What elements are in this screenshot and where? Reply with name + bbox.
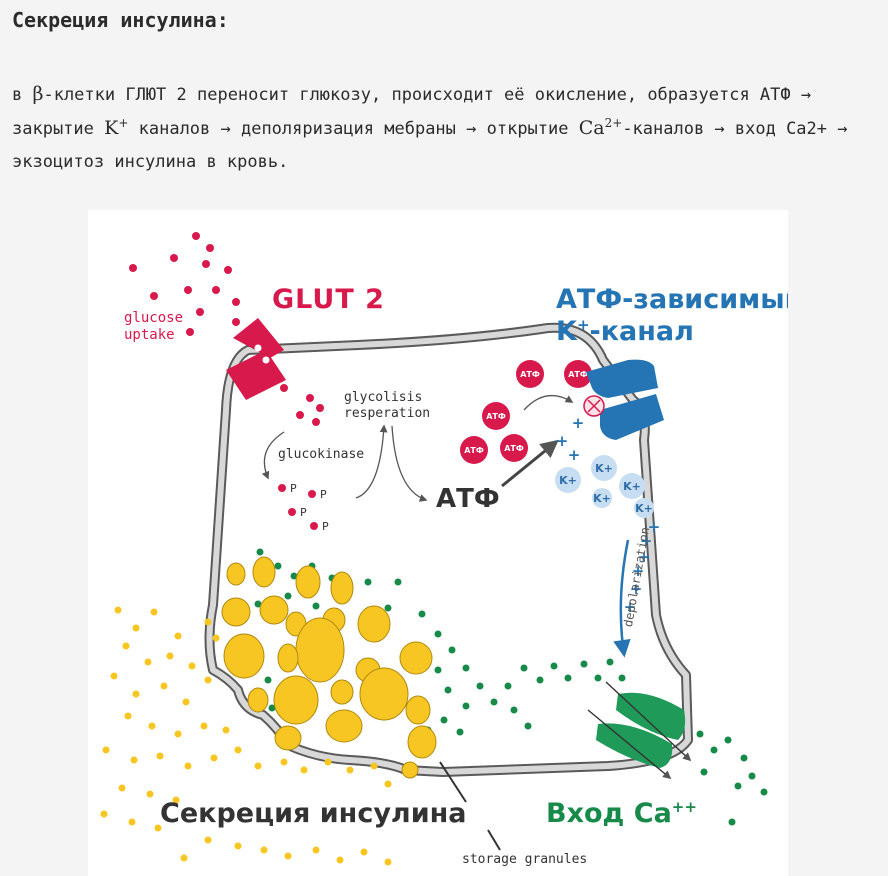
released-insulin [100, 606, 392, 866]
calcium-entry-label: Вход Ca++ [546, 798, 697, 829]
svg-text:АТФ: АТФ [486, 412, 506, 421]
svg-text:+: + [648, 518, 661, 536]
svg-text:АТФ: АТФ [520, 370, 540, 379]
svg-text:P: P [290, 482, 297, 495]
potassium-ions: K+ K+ K+ K+ K+ [555, 455, 654, 518]
svg-text:+: + [638, 548, 651, 566]
potassium-symbol: K+ [104, 116, 129, 139]
text-part-4: -каналов → вход Ca2+ → экзоцитоз инсулин… [12, 119, 848, 172]
glucose-molecules-inside [296, 394, 324, 426]
respiration-arrow [391, 425, 428, 502]
text-part-3: каналов → деполяризация мебраны → открыт… [128, 119, 579, 139]
beta-symbol: β [32, 83, 44, 105]
phosphorylated-glucose: P P P P [278, 482, 329, 533]
text-part-1: в [12, 85, 33, 105]
storage-granules [221, 556, 437, 779]
svg-text:АТФ: АТФ [464, 446, 484, 455]
svg-text:АТФ: АТФ [504, 444, 524, 453]
svg-text:P: P [320, 488, 327, 501]
depolarization-arrow [613, 539, 631, 658]
secretion-pointer [439, 761, 467, 803]
svg-text:+: + [630, 580, 643, 598]
svg-text:+: + [624, 598, 637, 616]
insulin-secretion-label: Секреция инсулина [160, 798, 467, 829]
svg-text:K+: K+ [559, 474, 577, 487]
k-channel-label: АТФ-зависимый K+-канал [556, 284, 788, 347]
glucokinase-arrow [261, 431, 285, 480]
svg-text:K+: K+ [635, 502, 653, 515]
svg-text:+: + [640, 532, 653, 550]
svg-text:АТФ: АТФ [568, 370, 588, 379]
atp-to-channel-arrow [501, 439, 559, 488]
svg-text:+: + [556, 432, 569, 450]
glycolysis-label: glycolisis resperation [344, 390, 431, 421]
atp-binding-arrow [523, 394, 574, 411]
calcium-channel [587, 681, 692, 780]
insulin-secretion-diagram: P P P P АТФ АТФ АТФ АТФ АТФ K+ K+ [88, 210, 788, 876]
diagram-canvas: P P P P АТФ АТФ АТФ АТФ АТФ K+ K+ [100, 232, 768, 866]
glut2-transporter [226, 318, 286, 400]
text-part-2: -клетки ГЛЮТ 2 переносит глюкозу, происх… [12, 85, 812, 139]
glucose-molecules-outside [129, 232, 288, 392]
svg-text:K+: K+ [623, 480, 641, 493]
atp-molecules: АТФ АТФ АТФ АТФ АТФ [460, 360, 592, 464]
positive-charges: + + + + + + + + + [556, 414, 661, 616]
glycolysis-arrow [355, 424, 388, 499]
page-heading: Секреция инсулина: [12, 8, 229, 32]
calcium-symbol: Ca2+ [578, 116, 623, 139]
k-atp-channel [583, 359, 664, 440]
storage-granules-label: storage granules [462, 852, 588, 867]
svg-text:K+: K+ [595, 462, 613, 475]
glucokinase-label: glucokinase [278, 447, 365, 462]
svg-text:P: P [300, 506, 307, 519]
atp-label: АТФ [436, 484, 500, 514]
svg-text:P: P [322, 520, 329, 533]
glut2-label: GLUT 2 [272, 284, 385, 315]
svg-text:+: + [572, 414, 585, 432]
svg-text:+: + [632, 562, 645, 580]
svg-text:K+: K+ [593, 492, 611, 505]
storage-pointer [487, 829, 501, 851]
description-paragraph: в β-клетки ГЛЮТ 2 переносит глюкозу, про… [12, 78, 872, 179]
glucose-uptake-label: glucose uptake [124, 310, 184, 343]
svg-text:+: + [568, 446, 581, 464]
